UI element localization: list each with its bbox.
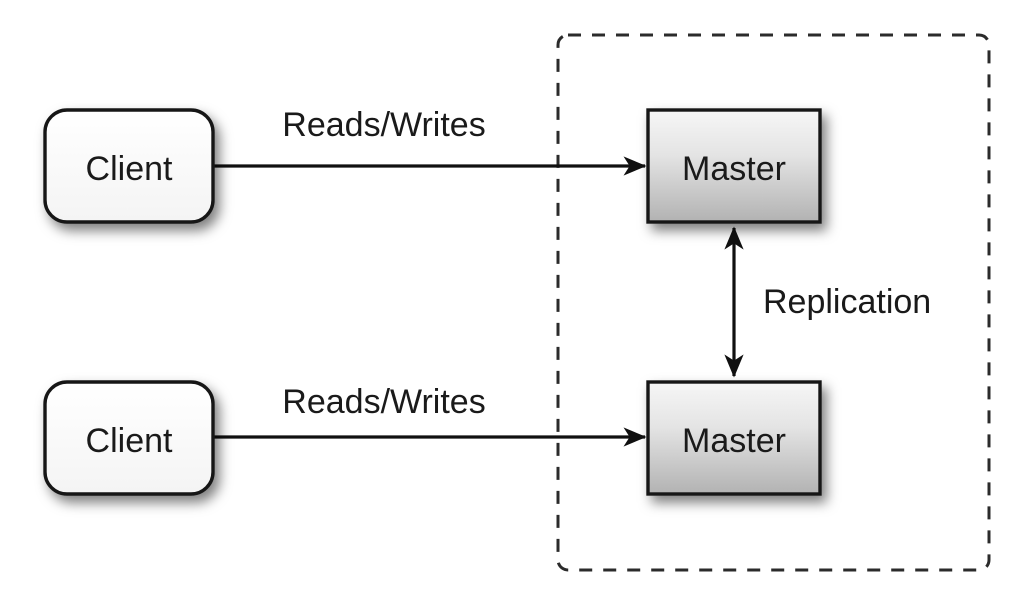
node-master-bottom[interactable]: Master: [646, 380, 822, 496]
edge-label-reads-writes-bottom: Reads/Writes: [282, 383, 485, 421]
replication-cluster-boundary: [556, 33, 991, 572]
client-top-shape: [43, 108, 215, 224]
master-bottom-label: Master: [682, 422, 786, 460]
master-bottom-shape: [646, 380, 822, 496]
client-bottom-shape: [43, 380, 215, 496]
node-client-top[interactable]: Client: [43, 108, 215, 224]
client-bottom-label: Client: [86, 422, 173, 460]
node-client-bottom[interactable]: Client: [43, 380, 215, 496]
node-master-top[interactable]: Master: [646, 108, 822, 224]
client-top-label: Client: [86, 150, 173, 188]
edge-label-reads-writes-top: Reads/Writes: [282, 106, 485, 144]
master-top-shape: [646, 108, 822, 224]
edge-label-replication: Replication: [763, 283, 931, 321]
master-top-label: Master: [682, 150, 786, 188]
